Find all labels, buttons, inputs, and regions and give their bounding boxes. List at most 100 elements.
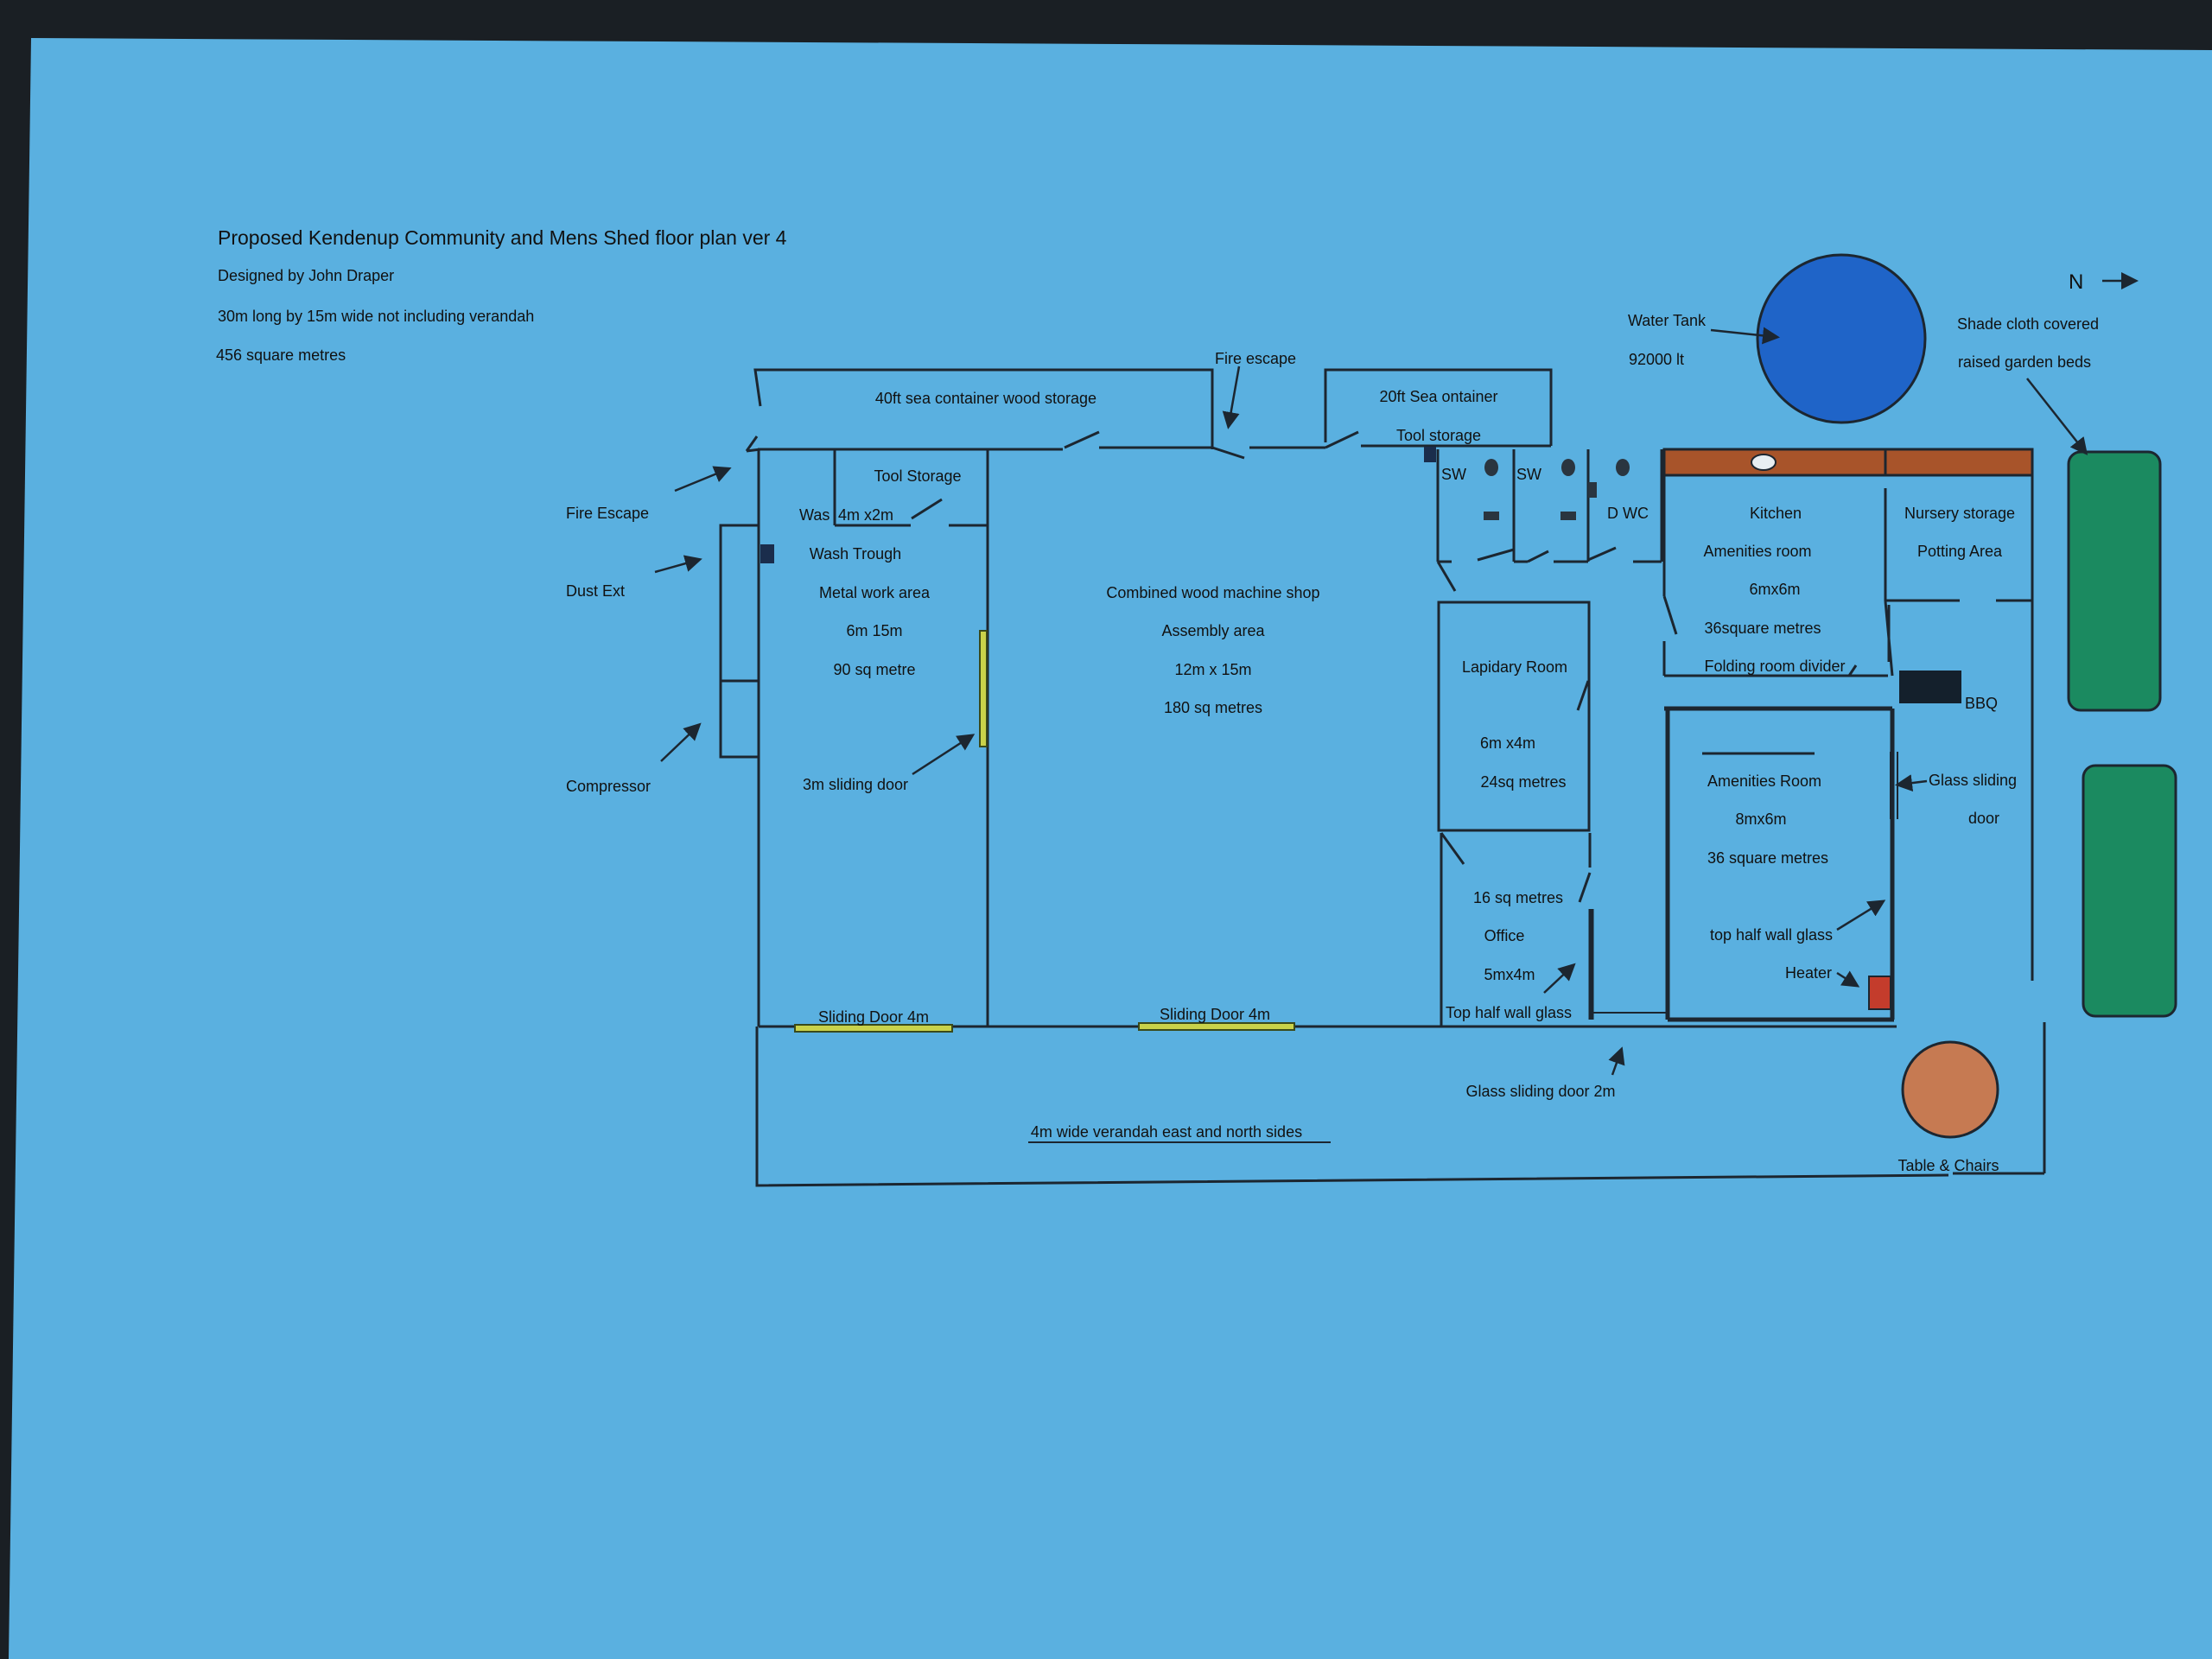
- dimensions-text: 30m long by 15m wide not including veran…: [218, 308, 534, 325]
- pointer-arrows: [654, 272, 2139, 1076]
- container-40ft-outline: [753, 368, 1214, 449]
- compass-north-label: N: [2069, 270, 2083, 294]
- dwc-label: D WC: [1607, 505, 1649, 522]
- page-title: Proposed Kendenup Community and Mens She…: [218, 226, 787, 249]
- water-tank: [1756, 253, 1927, 424]
- verandah-outline: [755, 1027, 1949, 1187]
- sliding-door-wood-bottom: [1138, 1022, 1295, 1031]
- toilet-icon: [1561, 459, 1575, 476]
- amenities-glass: top half wall glass: [1710, 926, 1833, 944]
- wash-trough-label: Wash Trough: [810, 545, 901, 563]
- lapidary-room-outline: [1437, 601, 1591, 832]
- toolbox-icon: [1424, 447, 1436, 462]
- area-text: 456 square metres: [216, 346, 346, 364]
- arrow-icon: [1543, 963, 1576, 994]
- water-tank-volume: 92000 lt: [1629, 351, 1684, 368]
- table-chairs-label: Table & Chairs: [1897, 1157, 1999, 1174]
- wood-shop-area: 180 sq metres: [1164, 699, 1262, 716]
- left-labels: Fire Escape Dust Ext Compressor Was 4m x…: [566, 466, 1649, 795]
- metal-area-name: Metal work area: [819, 584, 931, 601]
- garden-bed-2: [2082, 764, 2177, 1018]
- bbq-icon: [1899, 671, 1961, 703]
- was-label: Was: [799, 506, 830, 524]
- lapidary-area: 24sq metres: [1480, 773, 1566, 791]
- amenities-name: Amenities Room: [1707, 772, 1821, 790]
- glass-door-label-2: door: [1968, 810, 1999, 827]
- shade-label-1: Shade cloth covered: [1957, 315, 2099, 333]
- office-glass: Top half wall glass: [1446, 1004, 1572, 1021]
- container-40ft-label: 40ft sea container wood storage: [875, 390, 1096, 407]
- sink-icon: [1751, 454, 1777, 471]
- sw-label-1: SW: [1441, 466, 1466, 483]
- lapidary-size: 6m x4m: [1480, 734, 1535, 752]
- heater-icon: [1868, 976, 1891, 1010]
- arrow-icon: [660, 722, 702, 762]
- kitchen-size: 6mx6m: [1749, 581, 1800, 598]
- arrow-icon: [1222, 365, 1241, 429]
- metal-area-area: 90 sq metre: [833, 661, 915, 678]
- table-chairs: [1901, 1040, 1999, 1139]
- glass-door-2m-label: Glass sliding door 2m: [1465, 1083, 1615, 1100]
- nursery-line2: Potting Area: [1917, 543, 2003, 560]
- arrow-icon: [912, 734, 976, 776]
- sliding-door-metal-bottom: [794, 1024, 953, 1033]
- office-name: Office: [1484, 927, 1525, 944]
- compressor-label: Compressor: [566, 778, 651, 795]
- arrow-icon: [654, 555, 702, 574]
- arrow-icon: [1836, 899, 1886, 931]
- metal-area-size: 6m 15m: [846, 622, 902, 639]
- arrow-icon: [1710, 327, 1780, 345]
- amenities-size: 8mx6m: [1735, 810, 1786, 828]
- heater-label: Heater: [1785, 964, 1832, 982]
- was-size-label: 4m x2m: [838, 506, 893, 524]
- garden-bed-1: [2067, 450, 2162, 712]
- toilet-fixtures: [1484, 459, 1630, 520]
- arrow-icon: [1836, 970, 1860, 988]
- arrow-icon: [674, 466, 732, 493]
- toilet-icon: [1616, 459, 1630, 476]
- paper-sheet: [9, 38, 2212, 1659]
- arrow-icon: [1608, 1046, 1625, 1076]
- kitchen-area: 36square metres: [1704, 620, 1821, 637]
- dust-extractor-icon: [760, 544, 774, 563]
- fire-escape-label: Fire Escape: [566, 505, 649, 522]
- sliding-door-wood-label: Sliding Door 4m: [1160, 1006, 1270, 1023]
- basin-icon: [1560, 512, 1576, 520]
- dust-ext-label: Dust Ext: [566, 582, 625, 600]
- nursery-line1: Nursery storage: [1904, 505, 2015, 522]
- container-20ft-label: 20ft Sea ontainer: [1379, 388, 1497, 405]
- basin-icon: [1484, 512, 1499, 520]
- arrow-icon: [2026, 378, 2088, 455]
- verandah-label: 4m wide verandah east and north sides: [1031, 1123, 1302, 1141]
- room-labels: 40ft sea container wood storage Fire esc…: [803, 312, 2099, 1174]
- wood-shop-name: Combined wood machine shop: [1106, 584, 1319, 601]
- sliding-door-3m: [979, 630, 988, 747]
- kitchen-name: Kitchen: [1750, 505, 1802, 522]
- arrow-icon: [1895, 774, 1928, 792]
- lapidary-name: Lapidary Room: [1462, 658, 1567, 676]
- designer-text: Designed by John Draper: [218, 267, 394, 284]
- bbq-label: BBQ: [1965, 695, 1998, 712]
- amenities-area: 36 square metres: [1707, 849, 1828, 867]
- container-20ft-outline: [1324, 368, 1553, 446]
- office-size: 5mx4m: [1484, 966, 1535, 983]
- office-area: 16 sq metres: [1473, 889, 1563, 906]
- glass-door-label-1: Glass sliding: [1929, 772, 2017, 789]
- wood-shop-size: 12m x 15m: [1174, 661, 1251, 678]
- sliding-door-metal-label: Sliding Door 4m: [818, 1008, 929, 1026]
- sliding-doors: [794, 630, 1295, 1033]
- grab-rail-icon: [1588, 482, 1597, 498]
- toilet-icon: [1484, 459, 1498, 476]
- water-tank-label: Water Tank: [1628, 312, 1707, 329]
- kitchen-amenities: Amenities room: [1703, 543, 1811, 560]
- sw-label-2: SW: [1516, 466, 1541, 483]
- tool-storage-label: Tool Storage: [874, 467, 961, 485]
- shade-label-2: raised garden beds: [1958, 353, 2091, 371]
- sliding-door-3m-label: 3m sliding door: [803, 776, 908, 793]
- kitchen-bench: [1662, 448, 2034, 477]
- wood-shop-assembly: Assembly area: [1161, 622, 1265, 639]
- folding-divider-label: Folding room divider: [1704, 658, 1845, 675]
- container-20ft-use-label: Tool storage: [1396, 427, 1481, 444]
- fire-escape-top-label: Fire escape: [1215, 350, 1296, 367]
